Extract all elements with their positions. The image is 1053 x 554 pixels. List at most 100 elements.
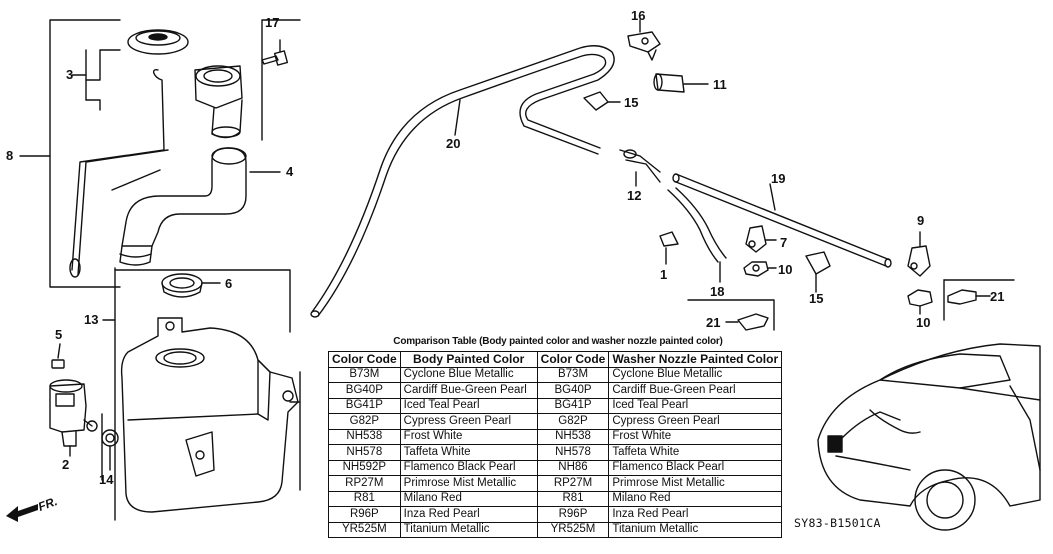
callout-21b: 21 xyxy=(706,315,721,330)
clip-1 xyxy=(659,231,679,247)
nozzle-color-code: NH86 xyxy=(536,459,610,476)
callout-12: 12 xyxy=(627,188,642,203)
nozzle-painted-color: Primrose Mist Metallic xyxy=(608,475,783,492)
front-arrow-icon xyxy=(6,504,38,522)
hose-19 xyxy=(675,173,891,267)
callout-13: 13 xyxy=(84,312,99,327)
body-painted-color: Iced Teal Pearl xyxy=(399,397,538,414)
callout-14: 14 xyxy=(99,472,114,487)
body-painted-color: Frost White xyxy=(399,428,538,445)
reservoir-tank xyxy=(120,317,299,513)
callout-2: 2 xyxy=(62,457,70,472)
car-reservoir xyxy=(827,435,843,453)
nozzle-painted-color: Milano Red xyxy=(608,490,783,507)
nozzle-color-code: RP27M xyxy=(536,475,610,492)
body-color-code: G82P xyxy=(328,413,401,430)
callout-20: 20 xyxy=(446,136,461,151)
body-painted-color: Milano Red xyxy=(399,490,538,507)
nozzle-color-code: BG41P xyxy=(536,397,610,414)
nozzle-painted-color: Taffeta White xyxy=(608,444,783,461)
body-color-code: BG40P xyxy=(328,382,401,399)
body-color-code: R96P xyxy=(328,506,401,523)
callout-16: 16 xyxy=(631,8,646,23)
nozzle-painted-color: Cypress Green Pearl xyxy=(608,413,783,430)
nozzle-7 xyxy=(745,225,767,253)
clip-15b xyxy=(805,251,831,275)
body-color-code: RP27M xyxy=(328,475,401,492)
check-valve-11 xyxy=(655,73,685,93)
nozzle-painted-color: Frost White xyxy=(608,428,783,445)
callout-18: 18 xyxy=(710,284,725,299)
bracket-16 xyxy=(627,31,661,53)
body-color-code: B73M xyxy=(328,366,401,383)
gauge-rod xyxy=(71,69,169,276)
body-color-code: NH578 xyxy=(328,444,401,461)
body-color-code: NH592P xyxy=(328,459,401,476)
callout-19: 19 xyxy=(771,171,786,186)
callout-10: 10 xyxy=(778,262,793,277)
filler-hose xyxy=(121,147,247,247)
callout-4: 4 xyxy=(286,164,294,179)
body-painted-color: Primrose Mist Metallic xyxy=(399,475,538,492)
grommet-10 xyxy=(743,261,769,277)
body-painted-color: Inza Red Pearl xyxy=(399,506,538,523)
body-color-code: R81 xyxy=(328,490,401,507)
grommet-10b xyxy=(907,289,933,307)
nozzle-9 xyxy=(907,245,931,277)
header-washer-nozzle-color: Washer Nozzle Painted Color xyxy=(608,351,783,368)
table-header-row: Color Code Body Painted Color Color Code… xyxy=(328,351,783,368)
nozzle-painted-color: Titanium Metallic xyxy=(608,521,783,538)
grommet-6 xyxy=(161,273,203,293)
nozzle-painted-color: Inza Red Pearl xyxy=(608,506,783,523)
header-color-code: Color Code xyxy=(328,351,401,368)
car-outline xyxy=(817,343,1041,507)
nozzle-color-code: G82P xyxy=(536,413,610,430)
header-color-code-2: Color Code xyxy=(536,351,610,368)
body-painted-color: Titanium Metallic xyxy=(399,521,538,538)
callout-8: 8 xyxy=(6,148,14,163)
diagram-reference-code: SY83-B1501CA xyxy=(794,516,881,530)
body-color-code: YR525M xyxy=(328,521,401,538)
body-painted-color: Cypress Green Pearl xyxy=(399,413,538,430)
table-caption: Comparison Table (Body painted color and… xyxy=(393,336,723,347)
filler-neck xyxy=(194,65,243,109)
callout-7: 7 xyxy=(780,235,788,250)
callout-5: 5 xyxy=(55,327,63,342)
callout-15: 15 xyxy=(624,95,639,110)
callout-21: 21 xyxy=(990,289,1005,304)
callout-6: 6 xyxy=(225,276,233,291)
body-color-code: BG41P xyxy=(328,397,401,414)
callout-3: 3 xyxy=(66,67,74,82)
hose-20 xyxy=(311,45,615,313)
bolt-17 xyxy=(261,55,279,65)
callout-1: 1 xyxy=(660,267,668,282)
joint-12 xyxy=(619,149,661,183)
callout-17: 17 xyxy=(265,15,280,30)
callout-11: 11 xyxy=(713,77,727,92)
clip-15 xyxy=(583,91,609,111)
nozzle-painted-color: Cyclone Blue Metallic xyxy=(608,366,783,383)
group-bracket-8 xyxy=(49,19,121,288)
nozzle-painted-color: Cardiff Bue-Green Pearl xyxy=(608,382,783,399)
nozzle-color-code: R81 xyxy=(536,490,610,507)
nozzle-color-code: R96P xyxy=(536,506,610,523)
cap-part xyxy=(127,29,189,55)
nozzle-color-code: B73M xyxy=(536,366,610,383)
connector-5 xyxy=(51,359,65,369)
nozzle-painted-color: Iced Teal Pearl xyxy=(608,397,783,414)
body-painted-color: Taffeta White xyxy=(399,444,538,461)
group-bracket-13 xyxy=(261,19,301,141)
nozzle-color-code: YR525M xyxy=(536,521,610,538)
nozzle-painted-color: Flamenco Black Pearl xyxy=(608,459,783,476)
callout-10b: 10 xyxy=(916,315,931,330)
seal-21 xyxy=(947,289,977,305)
header-body-painted-color: Body Painted Color xyxy=(399,351,538,368)
